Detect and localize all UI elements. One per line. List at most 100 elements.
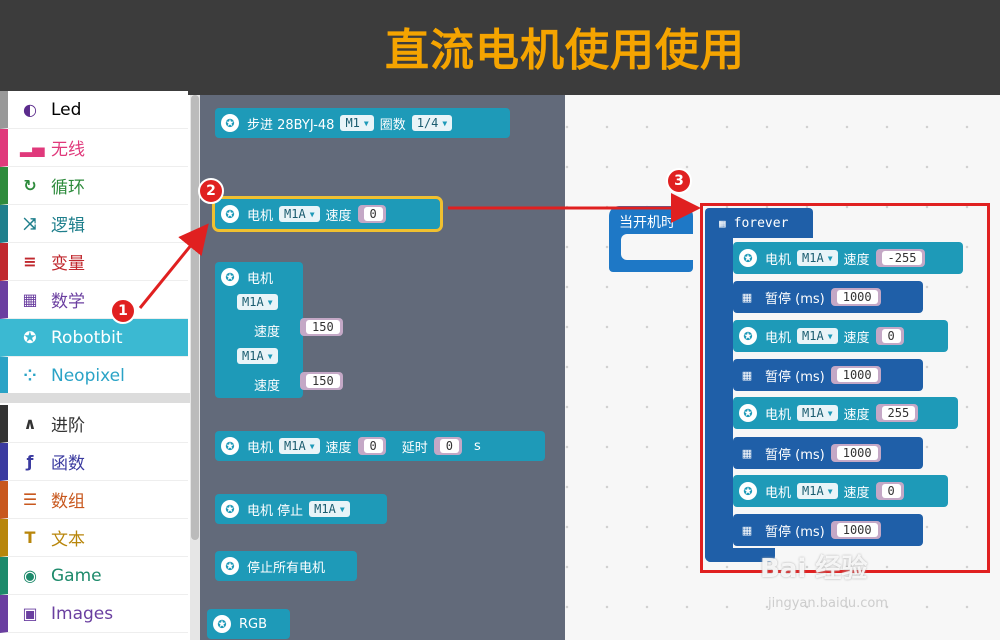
dual-motor-block[interactable]: ✪ 电机 bbox=[215, 262, 303, 398]
port-dropdown[interactable]: M1▼ bbox=[340, 115, 374, 131]
category-variables[interactable]: ≡ 变量 bbox=[0, 243, 188, 281]
block-label: 速度 bbox=[325, 440, 352, 456]
speed-input[interactable]: 0 bbox=[363, 207, 383, 221]
list-icon: ≡ bbox=[23, 252, 37, 271]
forever-block[interactable]: ▦ forever bbox=[705, 208, 813, 238]
robotbit-icon: ✪ bbox=[739, 327, 757, 345]
loop-icon: ↻ bbox=[23, 176, 37, 195]
speed-input[interactable]: -255 bbox=[881, 251, 923, 265]
port-dropdown[interactable]: M1A▼ bbox=[279, 206, 320, 222]
speed-input[interactable]: 0 bbox=[881, 329, 901, 343]
category-loops[interactable]: ↻ 循环 bbox=[0, 167, 188, 205]
program-motor-block[interactable]: ✪ 电机 M1A▼ 速度 255 bbox=[733, 397, 958, 429]
pause-input[interactable]: 1000 bbox=[836, 368, 878, 382]
program-pause-block[interactable]: ▦ 暂停 (ms) 1000 bbox=[733, 514, 923, 546]
block-label: 圈数 bbox=[379, 117, 406, 133]
speed2-input[interactable]: 150 bbox=[306, 374, 340, 388]
block-label: 暂停 (ms) bbox=[765, 447, 825, 463]
program-motor-block[interactable]: ✪ 电机 M1A▼ 速度 0 bbox=[733, 475, 948, 507]
stepper-block[interactable]: ✪ 步进 28BYJ-48 M1▼ 圈数 1/4▼ bbox=[215, 108, 510, 138]
program-motor-block[interactable]: ✪ 电机 M1A▼ 速度 -255 bbox=[733, 242, 963, 274]
category-game[interactable]: ◉ Game bbox=[0, 557, 188, 595]
block-label: 速度 bbox=[843, 407, 870, 423]
program-pause-block[interactable]: ▦ 暂停 (ms) 1000 bbox=[733, 281, 923, 313]
speed1-wrap: 150 bbox=[300, 318, 343, 336]
forever-label: forever bbox=[733, 215, 789, 231]
annotation-box bbox=[700, 203, 990, 573]
category-label: 文本 bbox=[51, 530, 85, 550]
category-divider bbox=[0, 393, 190, 403]
port-dropdown[interactable]: M1A▼ bbox=[797, 328, 838, 344]
category-label: 数组 bbox=[51, 492, 85, 512]
category-text[interactable]: T 文本 bbox=[0, 519, 188, 557]
neopixel-icon: ⁘ bbox=[23, 366, 37, 385]
port1-dropdown[interactable]: M1A▼ bbox=[237, 294, 278, 310]
motor-speed-block[interactable]: ✪ 电机 M1A▼ 速度 0 bbox=[212, 196, 443, 232]
on-start-notch bbox=[621, 234, 693, 260]
category-label: Robotbit bbox=[51, 327, 123, 348]
grid-icon: ▦ bbox=[719, 216, 726, 230]
port-dropdown[interactable]: M1A▼ bbox=[279, 438, 320, 454]
speed-input[interactable]: 0 bbox=[363, 439, 383, 453]
block-label: 电机 bbox=[247, 208, 274, 224]
category-label: 进阶 bbox=[51, 416, 85, 436]
category-images[interactable]: ▣Images bbox=[0, 595, 188, 633]
block-label: 速度 bbox=[843, 252, 870, 268]
toggle-icon: ◐ bbox=[23, 100, 37, 119]
robotbit-icon: ✪ bbox=[221, 557, 239, 575]
rgb-block[interactable]: ✪ RGB bbox=[207, 609, 290, 639]
category-advanced[interactable]: ∧进阶 bbox=[0, 405, 188, 443]
pause-input[interactable]: 1000 bbox=[836, 523, 878, 537]
port-dropdown[interactable]: M1A▼ bbox=[797, 405, 838, 421]
block-label: 电机 bbox=[765, 330, 792, 346]
step-marker-1: 1 bbox=[110, 298, 136, 324]
watermark-url: jingyan.baidu.com bbox=[768, 596, 888, 611]
category-label: 变量 bbox=[51, 254, 85, 274]
step-marker-3: 3 bbox=[666, 168, 692, 194]
category-label: 循环 bbox=[51, 178, 85, 198]
block-label: 速度 bbox=[325, 208, 352, 224]
port-dropdown[interactable]: M1A▼ bbox=[797, 483, 838, 499]
stop-all-motors-block[interactable]: ✪ 停止所有电机 bbox=[215, 551, 357, 581]
gamepad-icon: ◉ bbox=[23, 566, 37, 585]
category-arrays[interactable]: ☰数组 bbox=[0, 481, 188, 519]
speed1-label: 速度 bbox=[254, 325, 281, 340]
forever-arm bbox=[705, 236, 733, 562]
block-label: 电机 bbox=[247, 440, 274, 456]
speed-input[interactable]: 255 bbox=[881, 406, 916, 420]
turns-dropdown[interactable]: 1/4▼ bbox=[411, 115, 453, 131]
category-math[interactable]: ▦数学 bbox=[0, 281, 188, 319]
speed-input[interactable]: 0 bbox=[881, 484, 901, 498]
block-label: 电机 bbox=[765, 485, 792, 501]
motor-timed-block[interactable]: ✪ 电机 M1A▼ 速度 0 延时 0 s bbox=[215, 431, 545, 461]
on-start-label: 当开机时 bbox=[619, 215, 675, 231]
category-logic[interactable]: ⤨逻辑 bbox=[0, 205, 188, 243]
speed1-input[interactable]: 150 bbox=[306, 320, 340, 334]
speed2-wrap: 150 bbox=[300, 372, 343, 390]
category-label: Game bbox=[51, 565, 102, 586]
category-robotbit[interactable]: ✪Robotbit bbox=[0, 319, 188, 357]
text-icon: T bbox=[24, 528, 36, 547]
pause-input[interactable]: 1000 bbox=[836, 290, 878, 304]
category-radio[interactable]: ▂▄无线 bbox=[0, 129, 188, 167]
motor-stop-block[interactable]: ✪ 电机 停止 M1A▼ bbox=[215, 494, 387, 524]
category-led[interactable]: ◐Led bbox=[0, 91, 188, 129]
block-label: 速度 bbox=[843, 330, 870, 346]
pause-input[interactable]: 1000 bbox=[836, 446, 878, 460]
port-dropdown[interactable]: M1A▼ bbox=[797, 250, 838, 266]
robotbit-icon: ✪ bbox=[739, 404, 757, 422]
program-pause-block[interactable]: ▦ 暂停 (ms) 1000 bbox=[733, 437, 923, 469]
delay-input[interactable]: 0 bbox=[439, 439, 460, 453]
port-dropdown[interactable]: M1A▼ bbox=[309, 501, 350, 517]
category-label: 逻辑 bbox=[51, 216, 85, 236]
category-label: Images bbox=[51, 603, 114, 624]
sidebar-scrollbar[interactable] bbox=[191, 95, 199, 540]
robotbit-icon: ✪ bbox=[213, 615, 231, 633]
program-pause-block[interactable]: ▦ 暂停 (ms) 1000 bbox=[733, 359, 923, 391]
program-motor-block[interactable]: ✪ 电机 M1A▼ 速度 0 bbox=[733, 320, 948, 352]
block-label: RGB bbox=[239, 616, 268, 632]
category-label: 函数 bbox=[51, 454, 85, 474]
port2-dropdown[interactable]: M1A▼ bbox=[237, 348, 278, 364]
